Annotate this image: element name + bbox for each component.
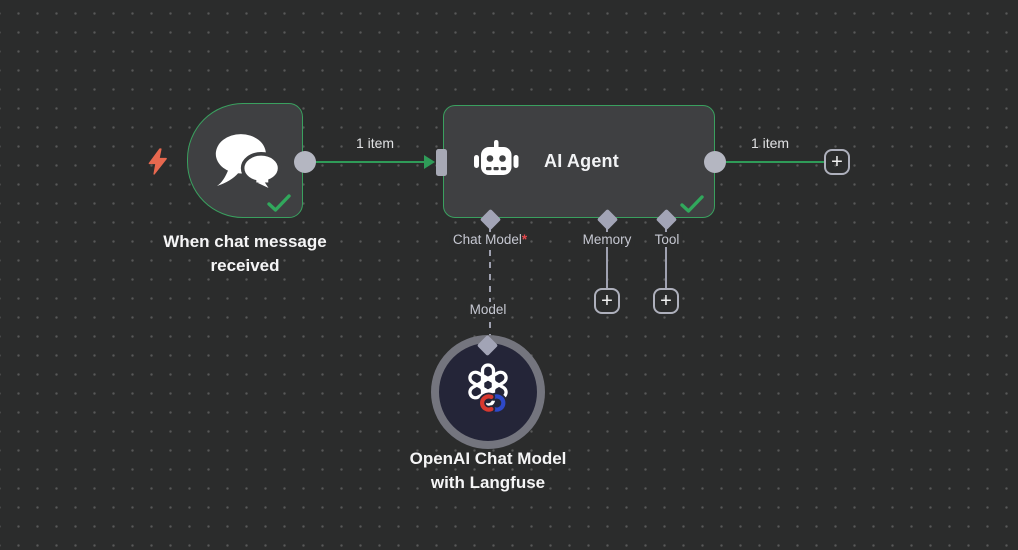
port-agent-output[interactable]: [704, 151, 726, 173]
success-check-icon: [267, 194, 291, 212]
port-chat-model-label-text: Chat Model: [452, 232, 522, 247]
chat-bubbles-icon: [215, 133, 282, 192]
port-memory-label: Memory: [579, 232, 635, 247]
agent-node-title: AI Agent: [544, 151, 619, 171]
model-node-title-line2: with Langfuse: [430, 473, 546, 492]
add-next-node-button[interactable]: +: [824, 149, 850, 175]
connection-memory-stub[interactable]: [605, 226, 609, 289]
connection-main2-label: 1 item: [750, 135, 790, 151]
model-node-title-line1: OpenAI Chat Model: [409, 449, 567, 468]
port-agent-input[interactable]: [436, 149, 447, 176]
robot-icon: [474, 139, 519, 175]
connection-main1[interactable]: [312, 160, 425, 163]
add-memory-button[interactable]: +: [594, 288, 620, 314]
add-tool-button[interactable]: +: [653, 288, 679, 314]
connection-main1-label: 1 item: [355, 135, 395, 151]
langfuse-chain-link-icon: [478, 392, 508, 414]
success-check-icon: [680, 195, 704, 213]
required-asterisk: *: [521, 232, 528, 247]
connection-main1-arrow-icon: [424, 154, 435, 169]
port-tool-label: Tool: [651, 232, 683, 247]
trigger-node-title: When chat message received: [163, 232, 327, 275]
node-ai-agent[interactable]: AI Agent: [443, 105, 715, 218]
node-when-chat-message-received[interactable]: [187, 103, 303, 218]
connection-model-link[interactable]: [488, 250, 492, 339]
connection-tool-stub[interactable]: [664, 226, 668, 289]
trigger-bolt-icon: [148, 148, 167, 175]
port-chat-model-label: Chat Model*: [449, 232, 531, 247]
port-trigger-output[interactable]: [294, 151, 316, 173]
model-link-label: Model: [466, 302, 510, 317]
connection-main2[interactable]: [726, 160, 824, 163]
model-node-title: OpenAI Chat Model with Langfuse: [368, 447, 608, 495]
